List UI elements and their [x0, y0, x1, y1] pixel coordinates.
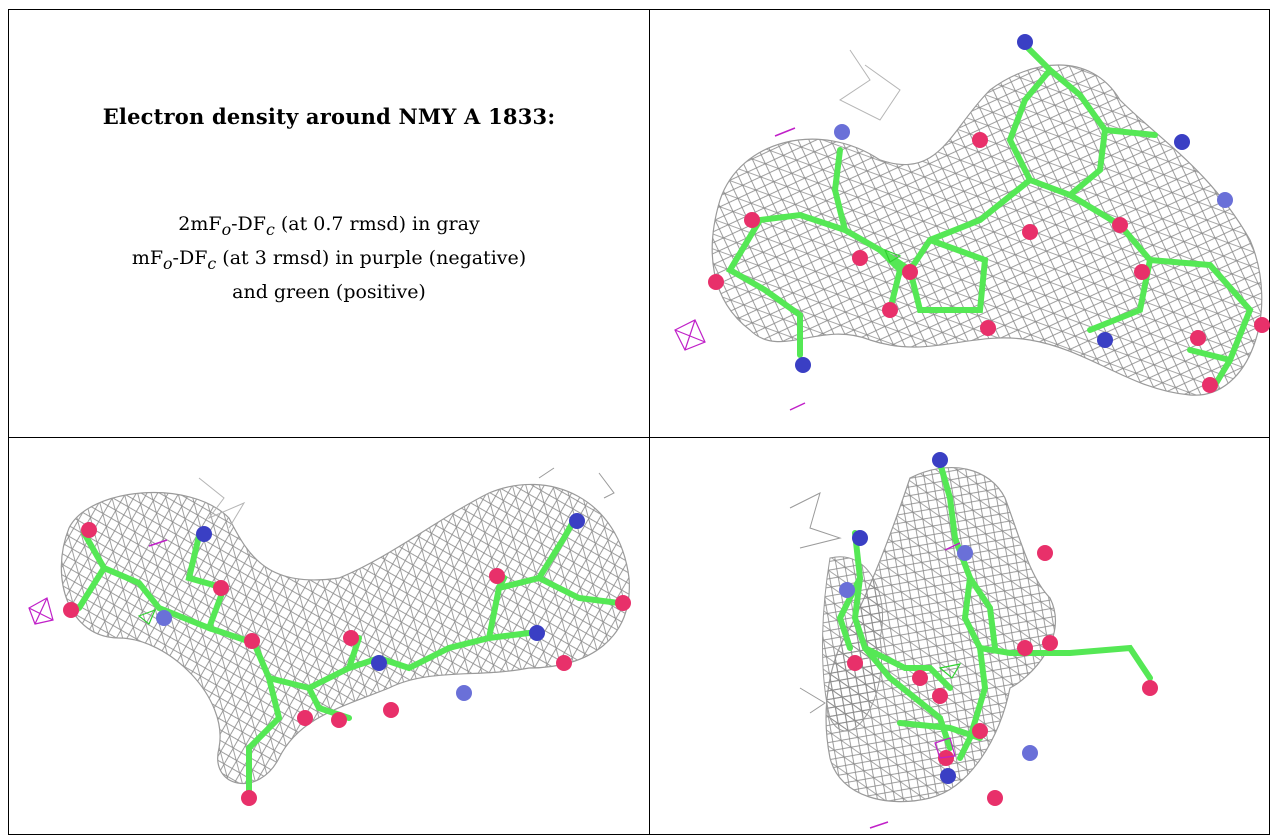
column-divider: [649, 10, 650, 834]
legend-line-2fofc: 2mFo-DFc (at 0.7 rmsd) in gray: [178, 213, 480, 239]
legend-line-positive: and green (positive): [232, 280, 426, 303]
figure-table: Electron density around NMY A 1833: 2mFo…: [8, 9, 1270, 835]
legend-text: 2mFo-DFc (at 0.7 rmsd) in gray mFo-DFc (…: [9, 210, 649, 306]
density-view-top-right: [650, 10, 1270, 437]
molecule-render-1: [674, 34, 1270, 411]
row-divider: [9, 437, 1269, 438]
figure-title: Electron density around NMY A 1833:: [102, 104, 556, 129]
density-view-bottom-right: [650, 438, 1270, 835]
molecule-render-3: [789, 452, 1158, 829]
molecule-render-2: [28, 467, 631, 806]
legend-line-fofc: mFo-DFc (at 3 rmsd) in purple (negative): [131, 246, 527, 273]
caption-cell: Electron density around NMY A 1833: 2mFo…: [9, 10, 649, 437]
density-view-bottom-left: [9, 438, 649, 835]
